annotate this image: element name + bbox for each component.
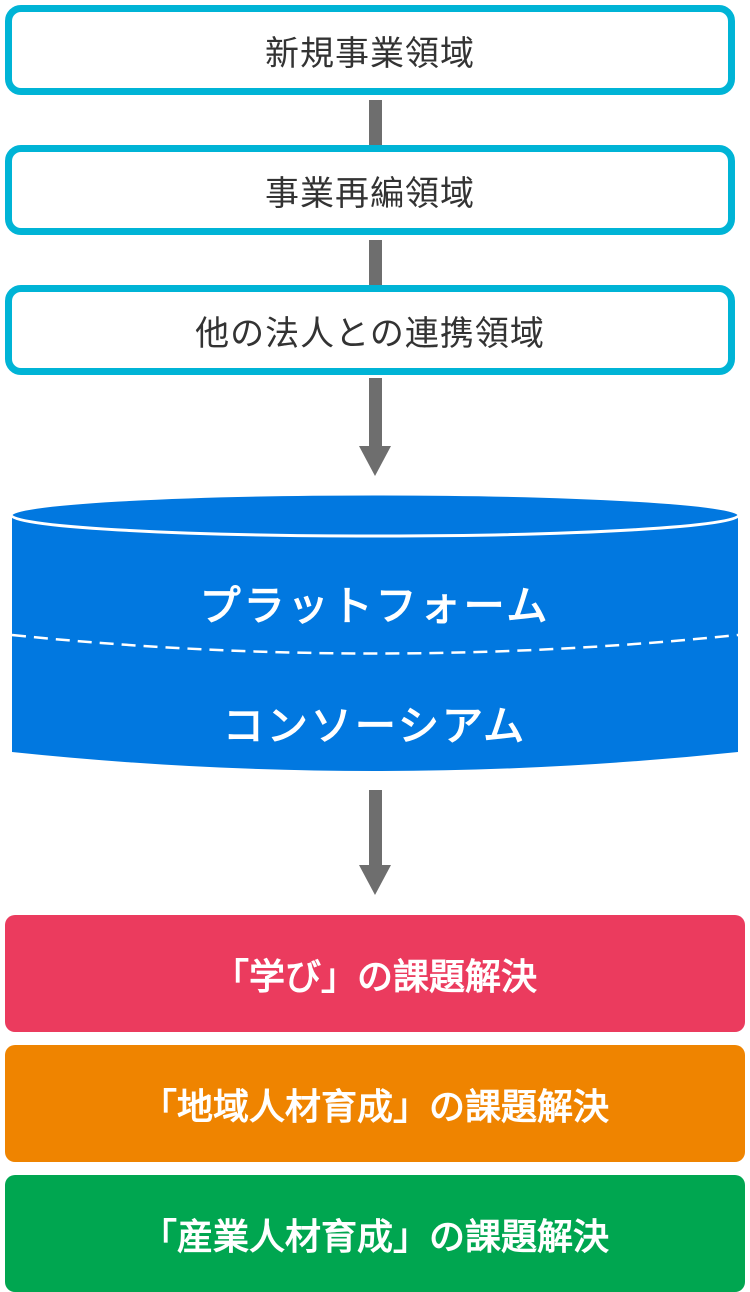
platform-cylinder: プラットフォーム コンソーシアム [0,490,750,780]
cylinder-shape [9,492,741,771]
down-arrow-icon [359,790,392,895]
down-arrow-icon [359,378,392,476]
issue-box-regional-talent: 「地域人材育成」の課題解決 [5,1045,745,1162]
consortium-label: コンソーシアム [222,702,528,750]
platform-label: プラットフォーム [199,582,551,630]
connector-line-1 [369,100,382,145]
issue-box-learning: 「学び」の課題解決 [5,915,745,1032]
domain-label: 事業再編領域 [265,173,475,214]
domain-label: 新規事業領域 [265,33,475,74]
domain-label: 他の法人との連携領域 [195,313,545,354]
connector-line-2 [369,240,382,285]
issue-label: 「地域人材育成」の課題解決 [140,1086,609,1128]
issue-label: 「学び」の課題解決 [212,956,537,998]
issue-box-industrial-talent: 「産業人材育成」の課題解決 [5,1175,745,1292]
domain-box-new-business: 新規事業領域 [5,5,735,95]
domain-box-collaboration: 他の法人との連携領域 [5,285,735,375]
domain-box-restructuring: 事業再編領域 [5,145,735,235]
issue-label: 「産業人材育成」の課題解決 [140,1216,609,1258]
